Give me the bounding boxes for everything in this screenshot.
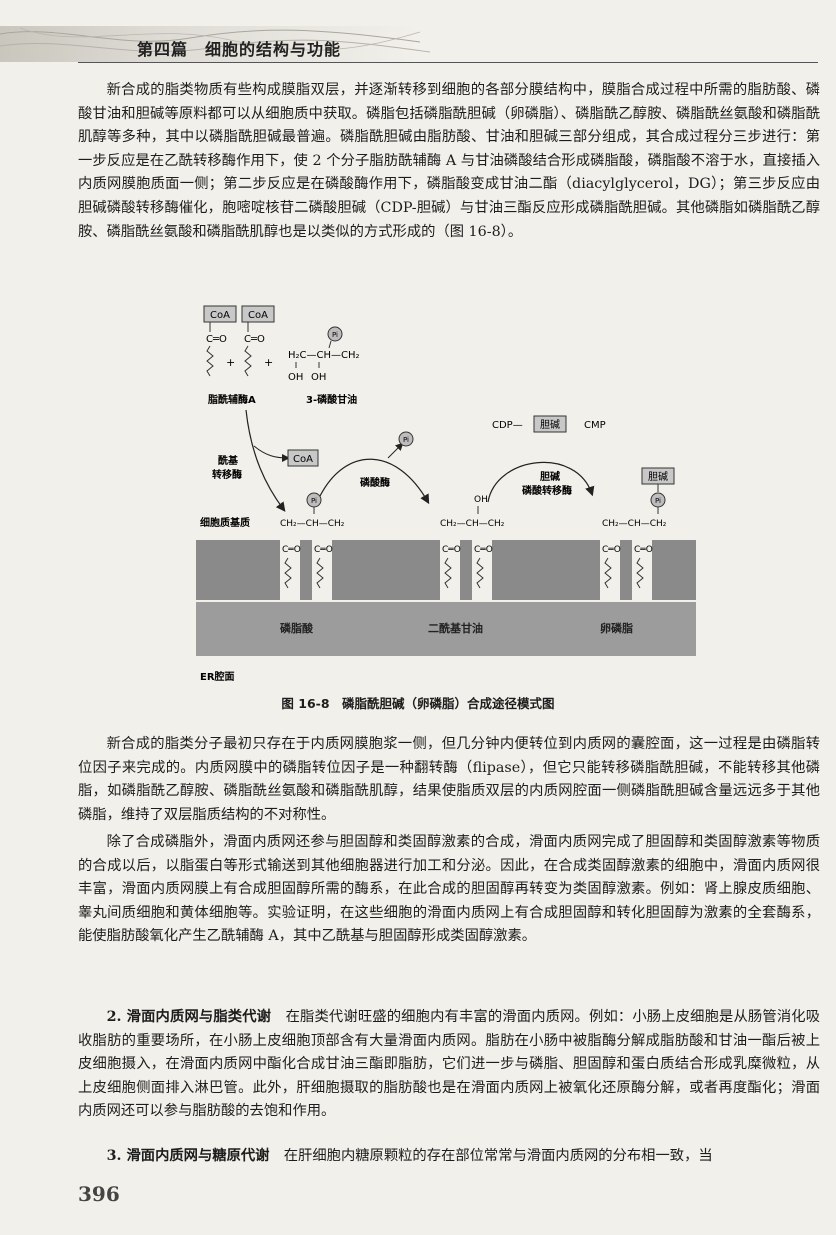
decorative-wave-band [0,26,431,62]
body-paragraph-3: 除了合成磷脂外，滑面内质网还参与胆固醇和类固醇激素的合成，滑面内质网完成了胆固醇… [78,834,820,945]
acyltransferase-label-1: 酰基 [218,454,239,467]
diacylglycerol: OH CH₂—CH—CH₂ C═O C═O [440,495,505,600]
diacylglycerol-label: 二酰基甘油 [428,621,483,635]
page-number: 396 [78,1182,120,1206]
cdp-text: CDP— [492,420,523,431]
g3p-label: 3-磷酸甘油 [306,393,357,406]
coa-release-arrow [253,445,290,462]
svg-text:C═O: C═O [282,545,301,555]
choline-phosphotransferase-arrow [487,461,595,503]
choline-box [533,415,567,433]
acyl-coa-label: 脂酰辅酶A [207,393,256,406]
svg-text:Pi: Pi [332,331,338,339]
cpt-label-1: 胆碱 [540,470,560,483]
svg-text:CoA: CoA [248,310,268,321]
section-body-2: 在脂类代谢旺盛的细胞内有丰富的滑面内质网。例如：小肠上皮细胞是从肠管消化吸收脂肪… [78,1009,821,1120]
svg-text:CH₂—CH—CH₂: CH₂—CH—CH₂ [280,519,345,529]
phosphatase-arrow [319,458,430,505]
phosphatase-label: 磷酸酶 [360,476,390,489]
svg-text:C═O: C═O [634,545,653,555]
body-paragraph-1: 新合成的脂类物质有些构成膜脂双层，并逐渐转移到细胞的各部分膜结构中，膜脂合成过程… [78,82,820,240]
svg-text:CoA: CoA [210,310,230,321]
section-heading-3: 3. 滑面内质网与糖原代谢 [106,1148,270,1164]
svg-text:Pi: Pi [655,497,661,505]
svg-text:C═O: C═O [314,545,333,555]
svg-text:OH: OH [288,372,303,383]
phosphatidic-acid: Pi CH₂—CH—CH₂ C═O C═O [280,492,345,600]
body-paragraph-2: 新合成的脂类分子最初只存在于内质网膜胞浆一侧，但几分钟内便转位到内质网的囊腔面，… [78,736,820,823]
svg-text:H₂C—CH—CH₂: H₂C—CH—CH₂ [288,350,360,361]
phosphatidylcholine-label: 卵磷脂 [600,621,633,635]
acyl-coa-1: CoA C═O [203,305,237,377]
plus-sign-1: + [226,356,235,369]
svg-text:CH₂—CH—CH₂: CH₂—CH—CH₂ [602,519,667,529]
figure-16-8: CoA C═O CoA C═O + + Pi H₂C—CH—CH₂ OH OH … [196,296,696,698]
phosphatidylcholine: Pi CH₂—CH—CH₂ C═O C═O [600,492,667,600]
cytosol-label: 细胞质基质 [200,516,250,529]
acyltransferase-arrow [245,409,286,512]
released-pi [398,431,414,447]
svg-text:OH: OH [474,495,488,505]
phosphatidic-acid-label: 磷脂酸 [280,621,314,635]
body-paragraph-5: 3. 滑面内质网与糖原代谢 在肝细胞内糖原颗粒的存在部位常常与滑面内质网的分布相… [78,1145,820,1169]
running-header-title: 第四篇 细胞的结构与功能 [137,40,342,59]
svg-text:C═O: C═O [474,545,493,555]
acyltransferase-label-2: 转移酶 [212,468,242,481]
svg-text:Pi: Pi [311,497,317,505]
svg-text:CH₂—CH—CH₂: CH₂—CH—CH₂ [440,519,505,529]
acyl-coa-2: CoA C═O [241,305,275,377]
pi-release-arrow [387,442,404,459]
svg-text:OH: OH [311,372,326,383]
svg-text:C═O: C═O [244,334,265,345]
released-pi-text: Pi [403,436,409,444]
svg-text:C═O: C═O [442,545,461,555]
er-membrane-lumenal-leaflet [196,602,696,656]
released-coa-box [287,449,319,467]
body-paragraph-4: 2. 滑面内质网与脂类代谢 在脂类代谢旺盛的细胞内有丰富的滑面内质网。例如：小肠… [78,1006,820,1124]
er-lumen-label: ER腔面 [200,670,235,683]
cmp-text: CMP [584,420,606,431]
released-coa-text: CoA [293,454,313,465]
plus-sign-2: + [264,356,273,369]
pc-choline-text: 胆碱 [648,471,668,483]
choline-box-text: 胆碱 [540,419,560,431]
pc-synthesis-diagram: CoA C═O CoA C═O + + Pi H₂C—CH—CH₂ OH OH … [196,305,696,683]
glycerol-3-phosphate: Pi H₂C—CH—CH₂ OH OH [288,326,360,383]
header-band [0,20,836,72]
section-heading-2: 2. 滑面内质网与脂类代谢 [106,1009,272,1025]
svg-text:C═O: C═O [206,334,227,345]
svg-text:C═O: C═O [602,545,621,555]
section-body-3: 在肝细胞内糖原颗粒的存在部位常常与滑面内质网的分布相一致，当 [269,1148,713,1164]
figure-caption: 图 16-8 磷脂酰胆碱（卵磷脂）合成途径模式图 [281,696,555,711]
header-divider [78,62,818,63]
cpt-label-2: 磷酸转移酶 [522,484,572,497]
